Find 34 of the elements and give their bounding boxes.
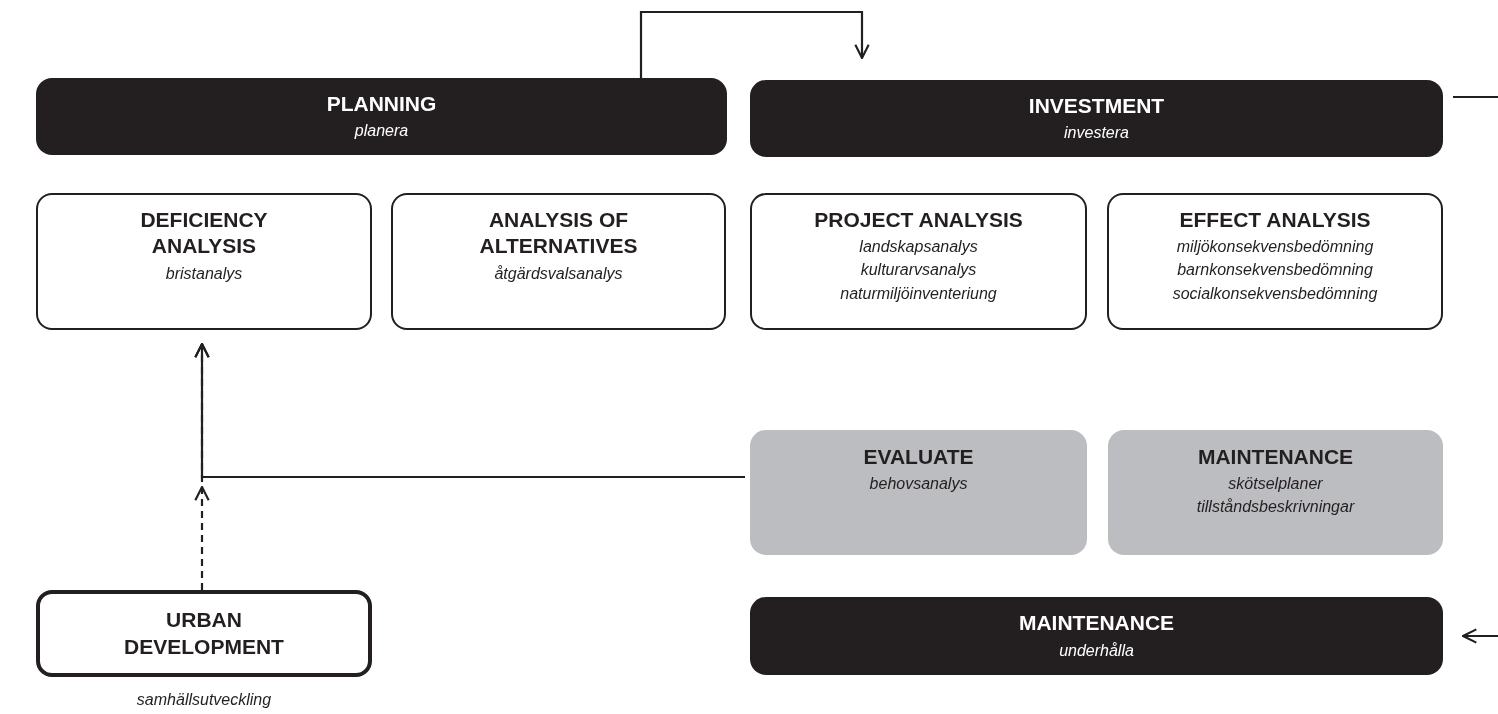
analysis-box	[36, 193, 372, 330]
connector-line	[1453, 95, 1498, 99]
analysis-box	[750, 193, 1087, 330]
arrow	[1461, 628, 1498, 644]
box-heading: EVALUATE	[862, 444, 975, 470]
box-heading: PLANNING	[325, 90, 438, 117]
box-heading: URBAN DEVELOPMENT	[123, 607, 285, 660]
arrow	[639, 10, 870, 78]
box-subtitle: investera	[1063, 123, 1130, 144]
stage-banner	[750, 80, 1443, 157]
box-subtitle: underhålla	[1058, 640, 1135, 661]
box-heading: DEFICIENCY ANALYSIS	[139, 207, 269, 260]
process-box	[36, 590, 372, 677]
arrow	[194, 343, 210, 590]
analysis-box	[391, 193, 726, 330]
box-heading: MAINTENANCE	[1196, 444, 1355, 470]
analysis-box	[1107, 193, 1443, 330]
box-subtitle: planera	[353, 121, 410, 142]
node-caption: samhällsutveckling	[136, 691, 272, 709]
box-heading: ANALYSIS OF ALTERNATIVES	[478, 207, 639, 260]
box-heading: MAINTENANCE	[1017, 610, 1176, 637]
activity-box	[1108, 430, 1443, 555]
box-subtitle: landskapsanalys kulturarvsanalys naturmiljöinventeriung	[839, 237, 998, 304]
box-heading: EFFECT ANALYSIS	[1178, 207, 1372, 233]
box-subtitle: behovsanalys	[868, 474, 969, 495]
box-heading: INVESTMENT	[1027, 92, 1166, 119]
box-subtitle: miljökonsekvensbedömning barnkonsekvensbedömning socialkonsekvensbedömning	[1171, 237, 1379, 304]
box-heading: PROJECT ANALYSIS	[813, 207, 1024, 233]
stage-banner	[750, 597, 1443, 675]
box-subtitle: åtgärdsvalsanalys	[493, 263, 624, 284]
box-subtitle: bristanalys	[164, 263, 244, 284]
activity-box	[750, 430, 1087, 555]
stage-banner	[36, 78, 727, 155]
box-subtitle: skötselplaner tillståndsbeskrivningar	[1195, 474, 1356, 518]
